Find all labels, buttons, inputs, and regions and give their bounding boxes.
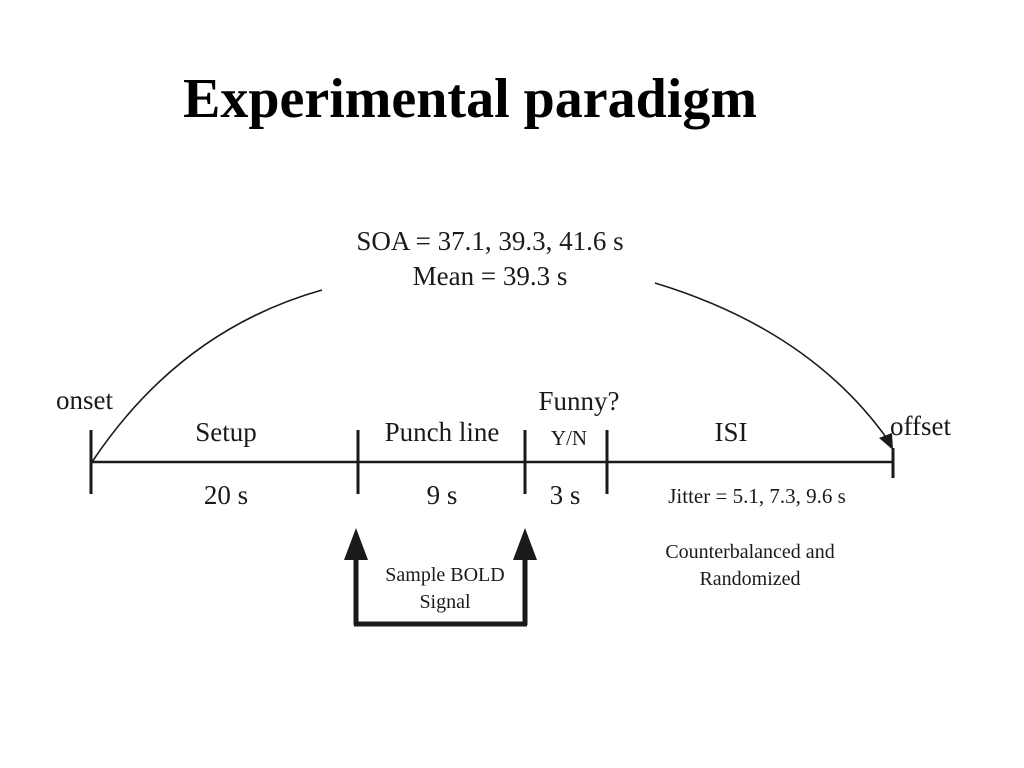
- counterbalanced-line-2: Randomized: [699, 568, 800, 590]
- phase-label-setup: Setup: [195, 417, 257, 447]
- bold-left-arrowhead: [344, 528, 368, 560]
- duration-yn: 3 s: [550, 480, 581, 510]
- duration-punchline: 9 s: [427, 480, 458, 510]
- sample-bold-line-1: Sample BOLD: [385, 564, 504, 586]
- onset-label: onset: [56, 385, 113, 415]
- soa-arc-right: [654, 282, 889, 441]
- sample-bold-line-2: Signal: [419, 591, 471, 613]
- bold-right-arrowhead: [513, 528, 537, 560]
- funny-label: Funny?: [539, 386, 620, 416]
- duration-setup: 20 s: [204, 480, 248, 510]
- counterbalanced-line-1: Counterbalanced and: [665, 541, 834, 563]
- phase-label-yn: Y/N: [551, 426, 587, 450]
- phase-label-punchline: Punch line: [385, 417, 500, 447]
- offset-label: offset: [890, 411, 951, 441]
- soa-line-1: SOA = 37.1, 39.3, 41.6 s: [356, 226, 623, 256]
- soa-arc-left: [91, 289, 323, 463]
- soa-line-2: Mean = 39.3 s: [413, 261, 568, 291]
- phase-label-isi: ISI: [715, 417, 748, 447]
- slide-title: Experimental paradigm: [183, 68, 757, 130]
- soa-arrowhead: [879, 433, 893, 450]
- duration-isi-jitter: Jitter = 5.1, 7.3, 9.6 s: [668, 484, 846, 508]
